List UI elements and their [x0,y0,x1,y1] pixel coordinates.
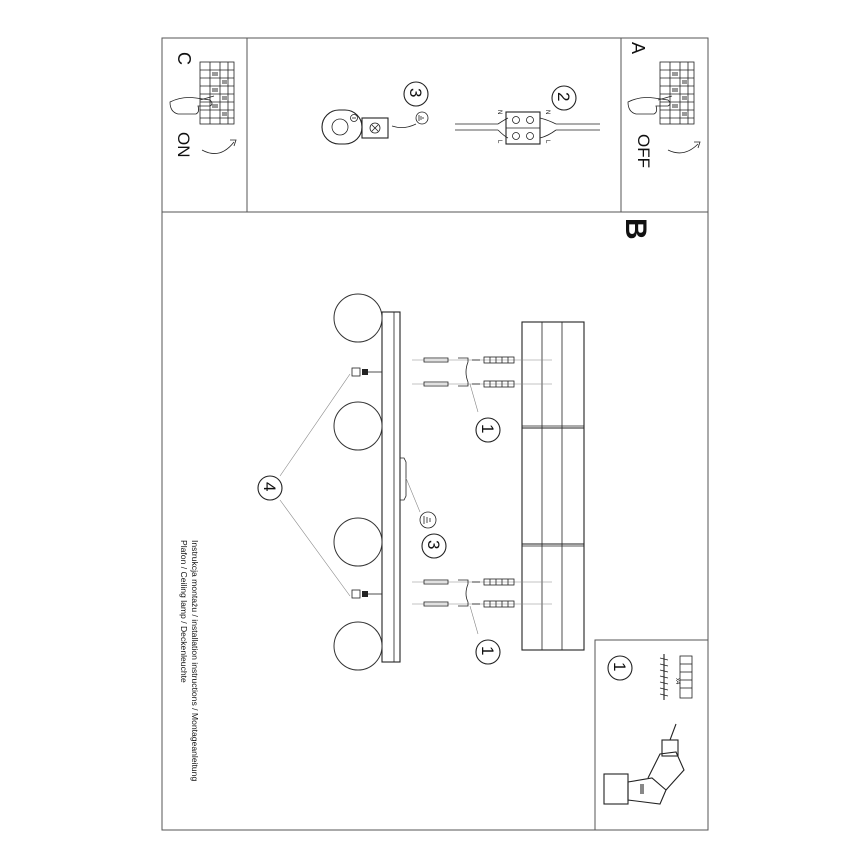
panel-b-letter: B [619,218,652,240]
mounting-screws-top: 1 [412,356,552,443]
rotate-arrow-icon [667,143,699,154]
hand-icon [169,95,215,115]
step-3-number-top: 3 [406,88,425,97]
panel-b: B [179,218,652,781]
step-3-number-main: 3 [424,540,443,549]
terminal-n-left: N [496,110,502,114]
panel-c-state: ON [174,132,193,158]
step-1-number-bottom: 1 [478,646,497,655]
terminal-l-right: L [544,140,550,144]
breaker-panel-icon [199,61,235,125]
panel-c-letter: C [174,52,194,65]
globe [333,517,383,567]
breaker-panel-icon [659,61,695,125]
panel-a-state: OFF [634,134,653,168]
step-2-number: 2 [554,92,573,101]
drill-icon [603,723,685,805]
globe-holder-screws: 4 [257,367,382,599]
ground-connection-diagram: 3 [321,81,429,145]
terminal-n-right: N [544,110,550,114]
panel-a: A OFF [627,42,701,168]
caption-line-1: Instrukcja montażu / installation instru… [190,540,200,781]
ground-icon [419,511,437,529]
sheet-frame [161,37,709,831]
panel-tools: 1 x4 [603,654,693,805]
panel-a-letter: A [628,42,648,54]
panel-tools-frame [594,639,709,831]
globe [333,293,383,343]
step-1-number-tools: 1 [610,662,629,671]
ceiling-panels [521,321,585,651]
rotate-arrow-icon [201,141,235,154]
globe [333,621,383,671]
hand-icon [627,95,673,115]
screw-icon [659,654,669,700]
terminal-block-diagram: 2 N L N L [455,85,600,145]
ground-icon [415,111,429,125]
panel-c: C ON [169,52,237,158]
globe [333,401,383,451]
mounting-screws-bottom: 1 [412,578,552,665]
step-4-number: 4 [260,482,279,491]
step-1-number-top: 1 [478,424,497,433]
kit-quantity: x4 [674,678,680,685]
wall-plug-icon [679,655,693,699]
glass-globes [333,293,383,671]
terminal-l-left: L [496,140,502,144]
lamp-base-rail [381,311,421,663]
caption-line-2: Plafon / Ceiling lamp / Deckenleuchte [179,540,189,683]
